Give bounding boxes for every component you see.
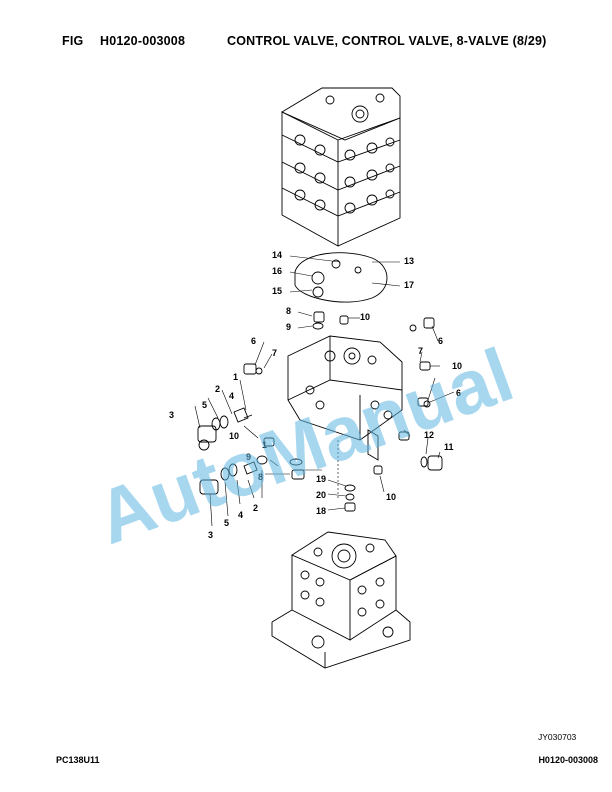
part-callout: 7 — [418, 346, 423, 356]
part-callout: 10 — [386, 492, 396, 502]
figure-title: CONTROL VALVE, CONTROL VALVE, 8-VALVE (8… — [227, 34, 547, 48]
part-callout: 14 — [272, 250, 282, 260]
part-callout: 2 — [215, 384, 220, 394]
part-callout: 6 — [456, 388, 461, 398]
part-callout: 1 — [233, 372, 238, 382]
gasket-plate — [294, 252, 388, 303]
leader-lines — [194, 255, 455, 527]
part-callout: 16 — [272, 266, 282, 276]
part-callout: 13 — [404, 256, 414, 266]
part-callout: 4 — [238, 510, 243, 520]
part-callout: 20 — [316, 490, 326, 500]
figure-number: H0120-003008 — [100, 34, 186, 48]
part-callout: 19 — [316, 474, 326, 484]
part-callout: 4 — [229, 391, 234, 401]
part-callout: 8 — [258, 472, 263, 482]
part-callout: 9 — [286, 322, 291, 332]
part-callout: 10 — [452, 361, 462, 371]
part-callout: 5 — [202, 400, 207, 410]
part-callout: 9 — [246, 452, 251, 462]
part-callout: 12 — [424, 430, 434, 440]
footer-code: H0120-003008 — [538, 755, 598, 765]
lower-valve-block — [271, 531, 411, 669]
part-callout: 3 — [169, 410, 174, 420]
figure-label: FIG — [62, 34, 84, 48]
part-callout: 2 — [253, 503, 258, 513]
part-callout: 8 — [286, 306, 291, 316]
left-parts — [197, 363, 305, 495]
part-callout: 6 — [251, 336, 256, 346]
right-parts — [312, 311, 443, 512]
part-callout: 5 — [224, 518, 229, 528]
drawing-id: JY030703 — [538, 732, 577, 742]
part-callout: 17 — [404, 280, 414, 290]
part-callout: 11 — [444, 442, 454, 452]
part-callout: 3 — [208, 530, 213, 540]
part-callout: 18 — [316, 506, 326, 516]
upper-valve-block — [281, 87, 401, 247]
part-callout: 10 — [229, 431, 239, 441]
part-callout: 15 — [272, 286, 282, 296]
part-callout: 10 — [360, 312, 370, 322]
middle-valve-block — [287, 335, 403, 461]
footer-model: PC138U11 — [56, 755, 100, 765]
part-callout: 1 — [262, 440, 267, 450]
part-callout: 7 — [272, 348, 277, 358]
part-callout: 6 — [438, 336, 443, 346]
